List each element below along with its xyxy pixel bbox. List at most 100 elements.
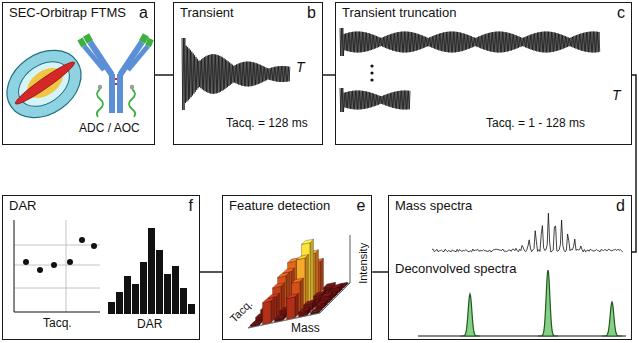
panel-title: DAR bbox=[9, 199, 36, 214]
ellipsis-dot bbox=[370, 71, 373, 74]
histogram-bar bbox=[180, 288, 187, 314]
panel-letter: a bbox=[139, 4, 148, 22]
axis-label: Intensity bbox=[357, 242, 370, 283]
feature-bar-chart bbox=[248, 235, 350, 328]
bar-side bbox=[271, 298, 275, 323]
histogram-bar bbox=[164, 274, 171, 314]
bar-top bbox=[273, 283, 285, 288]
disulfide-bond bbox=[115, 78, 117, 80]
bar-top bbox=[278, 272, 290, 277]
axis-label: DAR bbox=[137, 318, 162, 332]
histogram-bar bbox=[108, 302, 115, 314]
dar-point bbox=[37, 267, 43, 273]
linker-dot bbox=[98, 85, 102, 89]
transient-trace bbox=[182, 38, 290, 110]
fab-tip bbox=[80, 39, 84, 46]
intensity-axis bbox=[350, 235, 351, 283]
panel-letter: d bbox=[616, 197, 625, 215]
bar-top bbox=[287, 293, 299, 298]
spectra-panel: Mass spectra dDeconvolved spectra bbox=[388, 195, 632, 340]
grid-line bbox=[14, 245, 100, 246]
axis-label: Mass bbox=[291, 322, 320, 336]
deconvolved-peak bbox=[460, 294, 480, 336]
deconvolved-peak bbox=[538, 270, 558, 336]
grid-line bbox=[66, 220, 67, 312]
histogram-bar bbox=[132, 284, 139, 314]
transient-panel: Transient bT Tacq. = 128 ms bbox=[173, 2, 323, 145]
plot-label: Deconvolved spectra bbox=[395, 262, 516, 277]
bar-side bbox=[305, 255, 309, 308]
mass-spectrum bbox=[432, 213, 623, 252]
histogram-bar bbox=[124, 276, 131, 314]
bar-top bbox=[275, 313, 287, 318]
fab-tip bbox=[142, 35, 146, 42]
disulfide-bond bbox=[115, 83, 117, 85]
histogram-bar bbox=[148, 228, 155, 314]
truncated-waveforms bbox=[340, 28, 600, 112]
axis-symbol: T bbox=[612, 87, 621, 103]
payload-chain bbox=[129, 89, 135, 117]
payload-chain bbox=[97, 89, 103, 117]
fc-chain bbox=[109, 74, 115, 113]
panel-title: SEC-Orbitrap FTMS bbox=[9, 6, 126, 21]
ellipsis-dot bbox=[370, 78, 373, 81]
bar-side bbox=[276, 293, 280, 318]
flow-connector bbox=[632, 75, 636, 252]
acquisition-time: Tacq. = 1 - 128 ms bbox=[486, 117, 585, 131]
bar-top bbox=[311, 307, 323, 312]
grid-line bbox=[14, 288, 100, 289]
grid-line bbox=[320, 283, 350, 313]
bar-top bbox=[331, 284, 343, 289]
histogram-bar bbox=[188, 304, 195, 314]
panel-title: Transient truncation bbox=[342, 6, 456, 21]
dar-point bbox=[51, 262, 57, 268]
flow-connector bbox=[155, 74, 173, 76]
bar-top bbox=[302, 239, 314, 244]
bar-side bbox=[295, 293, 299, 317]
histogram-bar bbox=[156, 250, 163, 314]
linker-dot bbox=[130, 85, 134, 89]
fc-chain bbox=[117, 74, 123, 113]
plot-axes bbox=[14, 220, 100, 312]
bar-top bbox=[297, 255, 309, 260]
dar-point bbox=[23, 259, 29, 265]
light-chain bbox=[128, 46, 148, 70]
feature-panel: Feature detectioneIntensityTacq.Mass bbox=[222, 195, 372, 340]
grid-line bbox=[248, 298, 278, 328]
bar-side bbox=[320, 258, 324, 292]
transient-trace bbox=[340, 28, 600, 56]
instrument-panel: SEC-Orbitrap FTMSaADC / AOC bbox=[2, 2, 155, 145]
panel-letter: f bbox=[189, 197, 193, 215]
bar-top bbox=[316, 300, 328, 305]
bar-front bbox=[263, 301, 271, 324]
acquisition-time: Tacq. = 128 ms bbox=[226, 117, 308, 131]
panel-letter: e bbox=[356, 197, 365, 215]
bar-top bbox=[251, 320, 263, 325]
bar-top bbox=[321, 292, 333, 297]
axis-label: Tacq. bbox=[43, 317, 72, 331]
spectrum-baseline bbox=[418, 336, 626, 337]
fab-tip bbox=[148, 39, 151, 46]
dar-point bbox=[91, 243, 97, 249]
bar-side bbox=[300, 278, 304, 313]
plot-label: Mass spectra bbox=[395, 199, 472, 214]
fab-tip bbox=[86, 35, 90, 42]
bar-side bbox=[315, 250, 319, 298]
axis-symbol: T bbox=[296, 59, 305, 75]
electrode-cutaway bbox=[10, 52, 78, 115]
bar-top bbox=[299, 307, 311, 312]
central-electrode bbox=[13, 58, 78, 107]
light-chain bbox=[84, 46, 104, 70]
bar-top bbox=[292, 278, 304, 283]
bar-top bbox=[263, 298, 275, 303]
panel-letter: b bbox=[307, 4, 316, 22]
panel-letter: c bbox=[617, 4, 625, 22]
axis-label: Tacq. bbox=[227, 297, 255, 325]
outer-electrode bbox=[0, 36, 94, 131]
flow-connector bbox=[200, 271, 222, 273]
histogram-bar bbox=[140, 262, 147, 314]
panel-title: Transient bbox=[180, 6, 234, 21]
orbitrap-illustration bbox=[0, 36, 94, 131]
